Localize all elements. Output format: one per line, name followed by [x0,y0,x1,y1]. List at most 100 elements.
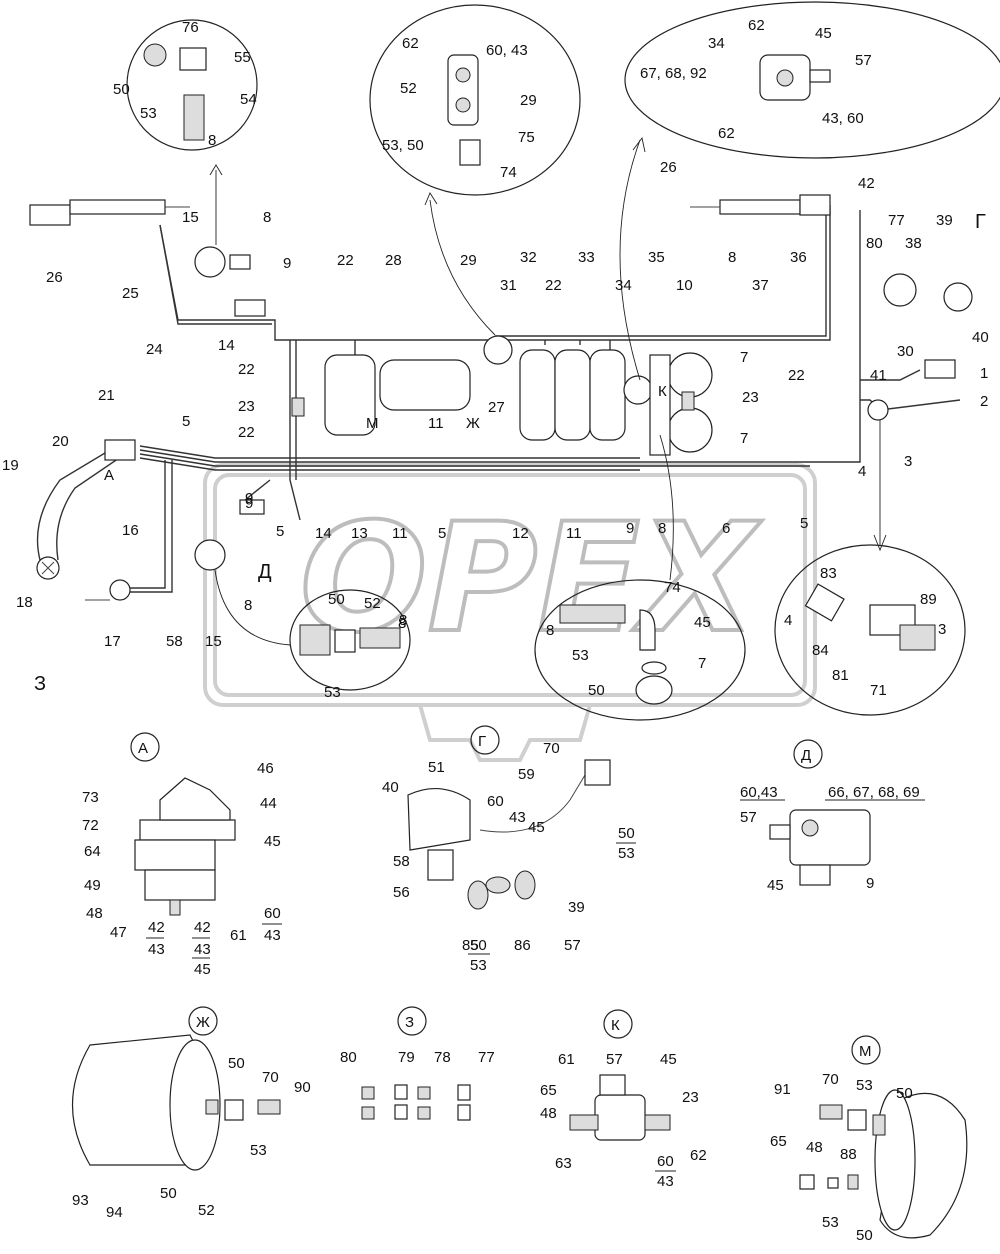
zoom-k [534,579,746,721]
zoom-tc-label: 62 [402,35,419,52]
view-m-label: 50 [896,1085,913,1102]
view-k-label: 63 [555,1155,572,1172]
zoom-top-center [369,4,581,196]
zoom-labels: 76 55 50 53 54 8 62 60, 43 52 29 53, 50 … [113,17,946,701]
label: 9 [626,520,634,537]
zoom-top-right [624,1,1000,159]
zoom-tl-label: 76 [182,19,199,36]
label: 22 [545,277,562,294]
label: 14 [218,337,235,354]
label: 11 [566,525,582,542]
zoom-r-label: 4 [784,612,792,629]
label: 41 [870,367,887,384]
label: 26 [660,159,677,176]
zoom-d-label: 53 [324,684,341,701]
view-a-label: 73 [82,789,99,806]
label: 5 [182,413,190,430]
view-k-label: 62 [690,1147,707,1164]
label: 22 [788,367,805,384]
label: 2 [980,393,988,410]
view-g-frac-num: 50 [618,825,635,842]
zoom-tl-label: 8 [208,132,216,149]
zoom-tr-label: 62 [748,17,765,34]
zoom-tr-label: 43, 60 [822,110,864,127]
view-d-label: 66, 67, 68, 69 [828,784,920,801]
view-k-label: 57 [606,1051,623,1068]
view-zh-title: Ж [196,1014,210,1031]
label: 8 [728,249,736,266]
view-g-label: 59 [518,766,535,783]
view-k-frac-num: 60 [657,1153,674,1170]
label: 3 [904,453,912,470]
view-zh-label: 50 [228,1055,245,1072]
view-g-label: 60 [487,793,504,810]
view-g-label: 45 [528,819,545,836]
view-a-frac-den: 43 [148,941,165,958]
zoom-d-label: 8 [398,615,406,632]
view-zh-label: 93 [72,1192,89,1209]
view-m-label: 50 [856,1227,873,1244]
label: 80 [866,235,883,252]
view-a-title: А [138,740,148,757]
label: 14 [315,525,332,542]
view-a-label: 45 [264,833,281,850]
main-components [29,194,973,601]
view-zh-label: 52 [198,1202,215,1219]
view-g-label: 39 [568,899,585,916]
label: 9 [245,495,253,512]
view-d-label: 57 [740,809,757,826]
view-a-label: 47 [110,924,127,941]
view-m-label: 48 [806,1139,823,1156]
zoom-tc-label: 53, 50 [382,137,424,154]
view-z-title: З [405,1014,414,1031]
view-z: З 80 79 78 77 [340,1006,495,1121]
label: К [658,383,667,400]
watermark: OPEX [203,463,817,762]
label: 27 [488,399,505,416]
label: 39 [936,212,953,229]
view-a-frac-den: 43 [264,927,281,944]
label: 10 [676,277,693,294]
zoom-tr-label: 57 [855,52,872,69]
receiver-c [589,349,626,441]
label: 11 [392,525,408,542]
label: 28 [385,252,402,269]
view-k-label: 48 [540,1105,557,1122]
main-pipes [36,205,961,593]
label: 38 [905,235,922,252]
zoom-r-label: 89 [920,591,937,608]
zoom-k-label: 53 [572,647,589,664]
view-z-label: 78 [434,1049,451,1066]
label: 31 [500,277,517,294]
view-z-label: 77 [478,1049,495,1066]
view-g-frac-den: 53 [470,957,487,974]
view-zh-label: 53 [250,1142,267,1159]
view-a-frac-num: 60 [264,905,281,922]
label: Ж [466,415,480,432]
view-g-frac-den: 53 [618,845,635,862]
zoom-tc-label: 74 [500,164,517,181]
view-k-label: 45 [660,1051,677,1068]
view-g-label: 51 [428,759,445,776]
view-g-frac-num: 50 [470,937,487,954]
label: Д [258,561,272,583]
detail-circles [126,1,1000,721]
zoom-tl-label: 50 [113,81,130,98]
label: 8 [399,612,407,629]
label: 6 [722,520,730,537]
view-k-label: 23 [682,1089,699,1106]
label: 22 [238,424,255,441]
zoom-tr-label: 34 [708,35,725,52]
zoom-k-label: 45 [694,614,711,631]
view-a-label: 48 [86,905,103,922]
label: 37 [752,277,769,294]
view-g-title: Г [478,733,486,750]
receiver-11 [379,359,471,411]
zoom-tl-label: 53 [140,105,157,122]
label: 5 [438,525,446,542]
view-g-label: 85 [462,937,479,954]
label: 7 [740,349,748,366]
zoom-right [774,544,966,716]
receiver-b [554,349,591,441]
zoom-k-label: 7 [698,655,706,672]
